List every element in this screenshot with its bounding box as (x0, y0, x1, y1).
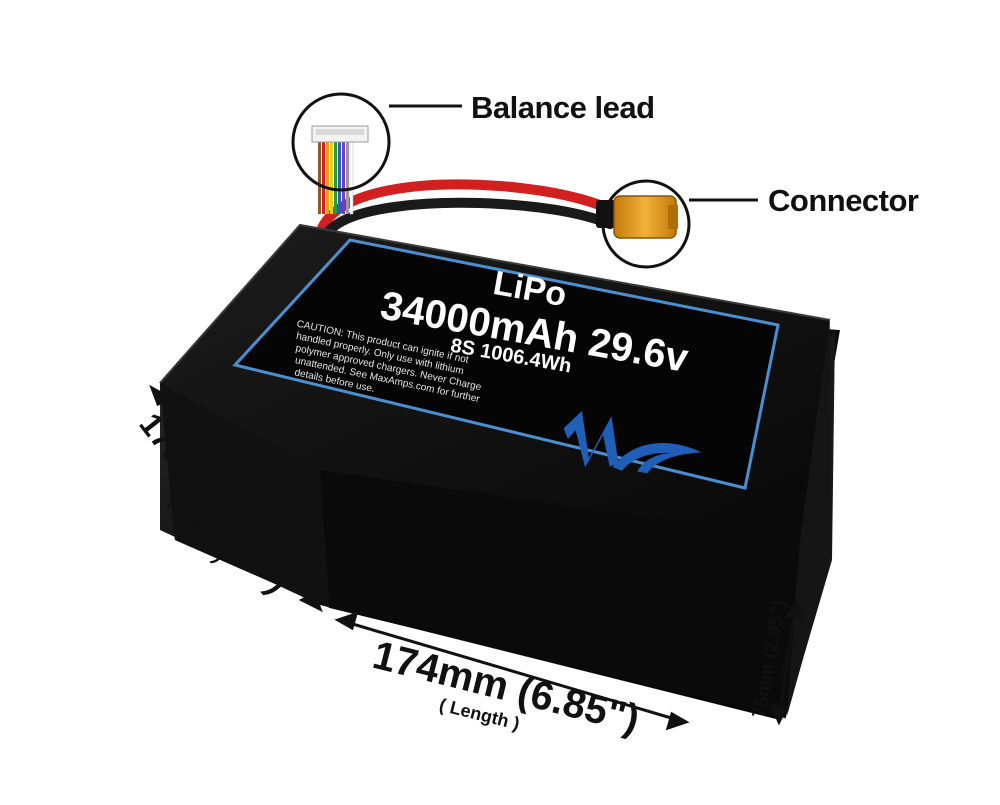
balance-plug (311, 125, 369, 143)
power-wires (317, 179, 617, 237)
xt-connector (596, 195, 678, 239)
balance-lead-wires (318, 139, 354, 215)
ma-logo-icon (563, 410, 702, 474)
dimension-arrows (149, 384, 805, 731)
balance-lead-callout: Balance lead (471, 90, 655, 125)
battery-label: LiPo 34000mAh 29.6v 8S 1006.4Wh CAUTION:… (232, 238, 780, 490)
connector-callout: Connector (768, 183, 919, 218)
callout-markers (291, 92, 758, 269)
